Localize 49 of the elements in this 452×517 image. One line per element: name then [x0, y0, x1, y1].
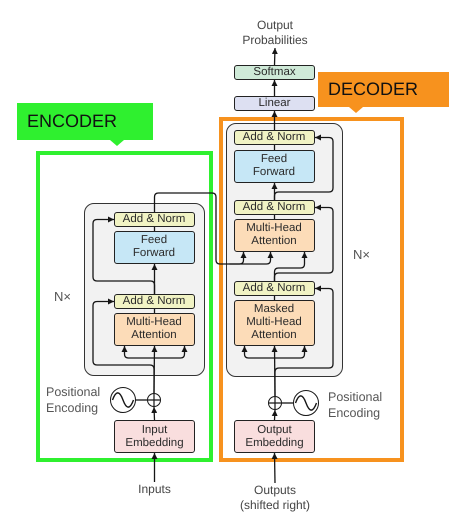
repeat-count-label: N×: [353, 247, 370, 263]
arrow: [272, 80, 278, 96]
arrow: [152, 453, 158, 482]
add-norm-box: Add & Norm: [234, 130, 314, 144]
branching-arrow: [154, 192, 274, 265]
plus-circle-icon: [147, 393, 161, 407]
plus-circle-icon: [268, 396, 282, 410]
repeat-count-label: N×: [54, 289, 71, 305]
attention-box: Masked Multi-Head Attention: [234, 300, 314, 346]
connector-line: [154, 227, 156, 231]
attention-box: Multi-Head Attention: [114, 312, 194, 346]
arrow: [272, 452, 278, 484]
sine-wave-icon: [293, 390, 319, 416]
output-label: Output Probabilities: [237, 18, 313, 48]
softmax-box: Softmax: [234, 65, 315, 80]
sine-wave-icon: [110, 387, 136, 413]
linear-layer-box: Linear: [234, 96, 315, 111]
arrow: [92, 298, 155, 393]
arrow: [274, 204, 334, 281]
add-norm-box: Add & Norm: [114, 212, 194, 226]
arrow: [272, 111, 278, 130]
node-caption: Positional Encoding: [328, 389, 382, 421]
heading-callout: ENCODER: [17, 103, 153, 146]
connector-line: [274, 296, 276, 300]
embedding-box: Input Embedding: [114, 420, 195, 453]
attention-box: Multi-Head Attention: [234, 218, 314, 252]
layer-stack-panel: [84, 203, 205, 376]
arrow: [92, 216, 156, 294]
feed-forward-box: Feed Forward: [234, 150, 314, 182]
connector-line: [154, 309, 156, 313]
arrow: [272, 48, 278, 66]
connector-line: [274, 145, 276, 150]
heading-callout: DECODER: [318, 72, 449, 113]
connector-line: [282, 402, 293, 404]
input-label: Inputs: [138, 482, 171, 497]
add-norm-box: Add & Norm: [234, 200, 314, 214]
arrow: [274, 286, 334, 396]
feed-forward-box: Feed Forward: [114, 230, 194, 264]
add-norm-box: Add & Norm: [234, 280, 314, 296]
arrow: [151, 406, 158, 420]
embedding-box: Output Embedding: [234, 420, 315, 453]
connector-line: [136, 399, 147, 401]
output-label: Outputs (shifted right): [238, 483, 312, 513]
layer-stack-panel: [226, 123, 343, 377]
node-caption: Positional Encoding: [46, 384, 100, 416]
add-norm-box: Add & Norm: [114, 294, 194, 308]
connector-line: [274, 215, 276, 219]
arrow: [274, 134, 334, 200]
arrow: [272, 410, 278, 420]
